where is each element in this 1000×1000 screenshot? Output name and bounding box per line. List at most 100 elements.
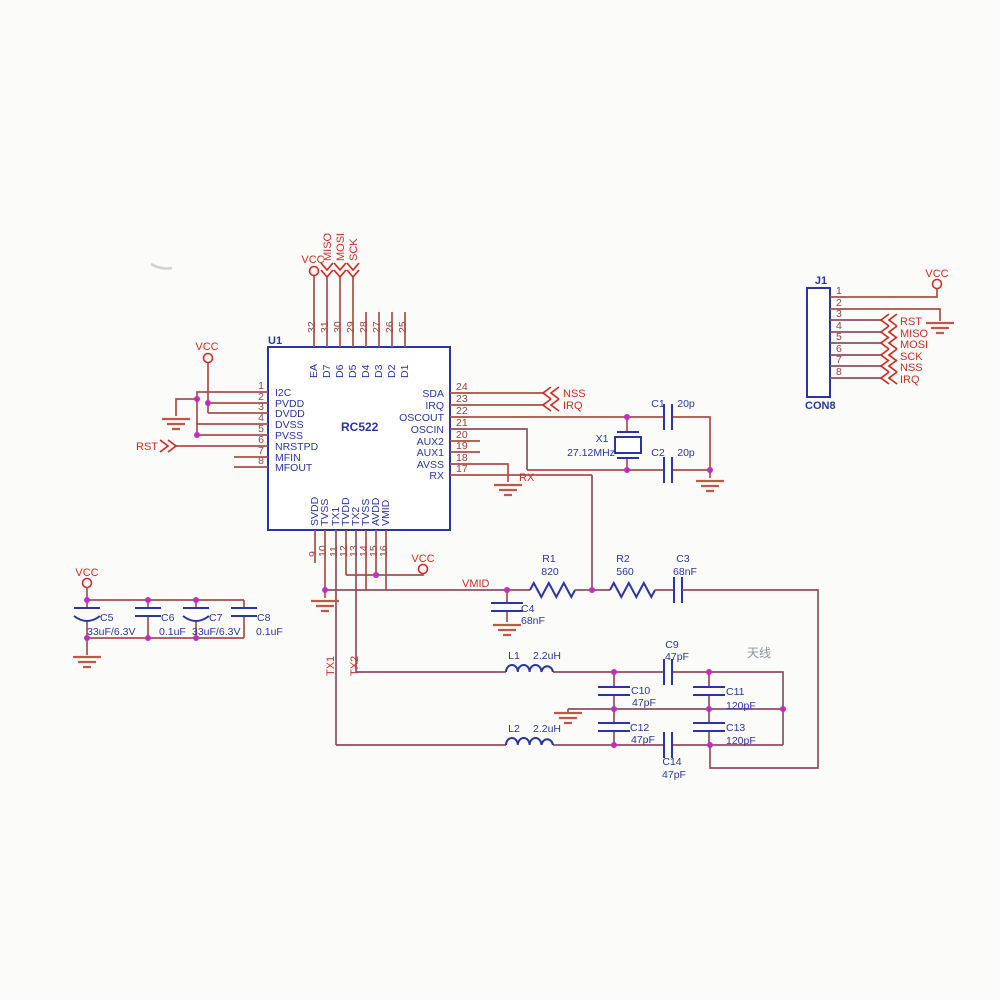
- antenna-label: 天线: [747, 646, 771, 660]
- ground-symbol: [554, 711, 582, 725]
- pin-number: 18: [456, 452, 468, 464]
- pin-number: 8: [836, 366, 842, 378]
- junction-dot: [611, 742, 617, 748]
- pin-name: PVSS: [275, 430, 303, 442]
- wire-avdd-vcc: [346, 573, 424, 576]
- junction-dot: [193, 635, 199, 641]
- net-label-rst: RST: [900, 316, 922, 328]
- pin-name: D6: [334, 364, 346, 378]
- wire: [450, 392, 543, 406]
- junction-dot: [707, 742, 713, 748]
- pin-name: VMID: [380, 499, 392, 526]
- component-refdes: R2: [616, 553, 630, 565]
- antenna-network: L1 2.2uH L2 2.2uH C9 47pF C14 47pF C10 4…: [336, 639, 786, 781]
- pin-number: 5: [258, 423, 264, 435]
- capacitor-c11: C11 120pF: [693, 672, 756, 712]
- pin-number: 16: [378, 545, 390, 557]
- left-pin-wiring: VCC RST: [136, 341, 268, 468]
- pin-number: 1: [836, 285, 842, 297]
- component-value: 120pF: [726, 700, 756, 712]
- capacitor-c8: C8 0.1uF: [231, 607, 283, 638]
- pin-number: 20: [456, 429, 468, 441]
- net-label-miso: MISO: [900, 328, 929, 340]
- component-refdes: C14: [662, 756, 681, 768]
- junction-dot: [706, 669, 712, 675]
- pin-number: 10: [317, 545, 329, 557]
- junction-dot: [194, 432, 200, 438]
- crystal-x1: X1 27.12MHz: [567, 431, 642, 459]
- pin-name: I2C: [275, 387, 292, 399]
- pin-number: 2: [258, 391, 264, 403]
- wire: [450, 463, 509, 482]
- pin-name: OSCIN: [411, 424, 444, 436]
- net-label-vcc: VCC: [195, 341, 218, 353]
- pin-number: 7: [836, 354, 842, 366]
- capacitor-plates: [663, 457, 673, 483]
- pin-name: PVDD: [275, 398, 305, 410]
- net-label-irq: IRQ: [900, 374, 920, 386]
- wire: [313, 276, 406, 347]
- capacitor-c4: C4 68nF: [491, 602, 545, 627]
- capacitor-plates: [135, 607, 161, 617]
- offpage-chevron-icon: [333, 262, 347, 279]
- pin-number: 26: [384, 321, 396, 333]
- pin-name: AUX2: [417, 436, 445, 448]
- pin-name: TVDD: [340, 497, 352, 526]
- capacitor-c7: C7 33uF/6.3V: [182, 607, 240, 638]
- pin-number: 15: [368, 545, 380, 557]
- component-refdes: C2: [651, 447, 665, 459]
- net-label-sck: SCK: [348, 238, 360, 261]
- component-value: 68nF: [521, 615, 545, 627]
- pin-number: 13: [348, 545, 360, 557]
- pin-number: 30: [332, 321, 344, 333]
- decoupling-bank: VCC C5 33uF/6.3V C6 0.1uF C7 33uF/6.3V C…: [73, 567, 283, 669]
- component-value: 47pF: [631, 734, 655, 746]
- component-refdes: R1: [542, 553, 556, 565]
- pin-name: AUX1: [417, 447, 445, 459]
- component-refdes: C1: [651, 398, 665, 410]
- pin-number: 12: [338, 545, 350, 557]
- pin-number: 2: [836, 297, 842, 309]
- pin-number: 28: [358, 321, 370, 333]
- net-label-nss: NSS: [900, 362, 923, 374]
- pin-number: 11: [328, 546, 340, 557]
- pin-number: 14: [358, 545, 370, 557]
- component-value: 47pF: [665, 651, 689, 663]
- component-refdes: L1: [508, 650, 520, 662]
- net-label-vmid: VMID: [462, 578, 490, 590]
- capacitor-plates: [598, 722, 630, 732]
- net-label-rx: RX: [519, 472, 535, 484]
- component-value: 47pF: [632, 697, 656, 709]
- net-label-miso: MISO: [322, 232, 334, 261]
- ic-body: [267, 346, 451, 531]
- pin-number: 23: [456, 393, 468, 405]
- component-refdes: C8: [257, 612, 271, 624]
- capacitor-plates: [663, 659, 673, 685]
- capacitor-c5: C5 33uF/6.3V: [73, 607, 135, 638]
- resistor-r2-symbol: [609, 580, 656, 600]
- junction-dot: [145, 597, 151, 603]
- offpage-chevron-icon: [879, 313, 898, 327]
- junction-dot: [624, 414, 630, 420]
- junction-dot: [589, 587, 595, 593]
- ground-symbol: [73, 655, 101, 669]
- junction-dot: [205, 400, 211, 406]
- ic-part-number: RC522: [341, 420, 379, 434]
- wire: [830, 288, 941, 321]
- net-label-mosi: MOSI: [900, 339, 928, 351]
- capacitor-plates: [491, 602, 523, 612]
- net-label-irq: IRQ: [563, 400, 583, 412]
- vcc-port: [931, 278, 943, 290]
- wire: [86, 587, 244, 655]
- component-refdes: L2: [508, 723, 520, 735]
- component-refdes: C10: [631, 685, 650, 697]
- junction-dot: [780, 706, 786, 712]
- pin-name: RX: [429, 470, 444, 482]
- pin-number: 4: [258, 412, 264, 424]
- pin-number: 22: [456, 405, 468, 417]
- offpage-chevron-icon: [541, 386, 560, 400]
- net-label-mosi: MOSI: [335, 233, 347, 261]
- capacitor-plates: [231, 607, 257, 617]
- vcc-port: [308, 265, 320, 277]
- connector-part: CON8: [805, 400, 836, 412]
